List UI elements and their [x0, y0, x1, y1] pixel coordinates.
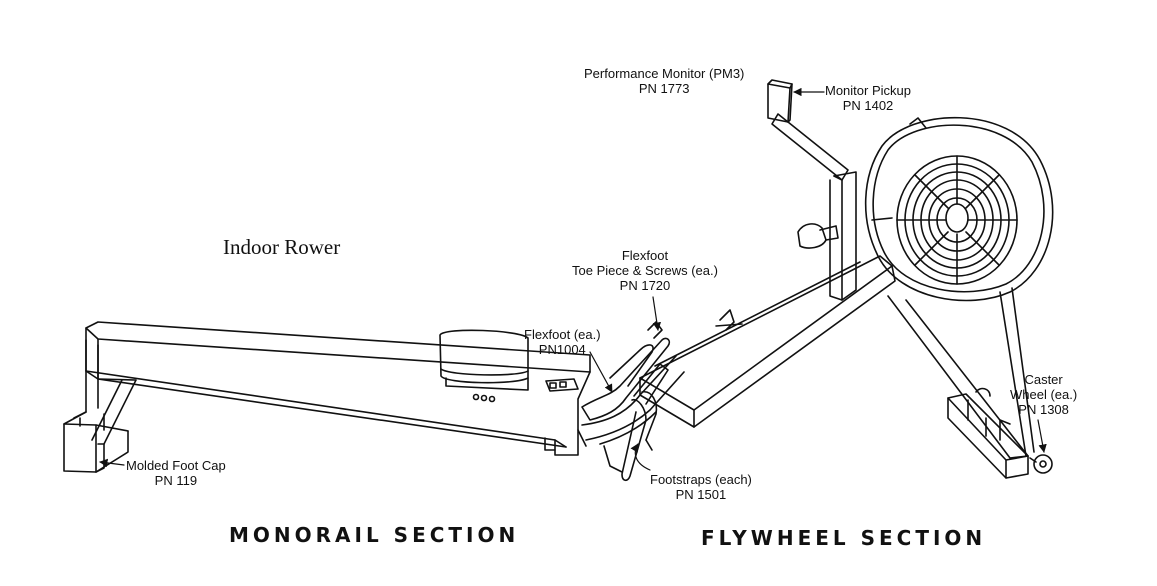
label-molded-foot-cap: Molded Foot Cap PN 119	[126, 458, 226, 488]
monorail-beam	[85, 321, 591, 456]
toe-piece-name-line1: Flexfoot	[621, 248, 669, 263]
label-caster-wheel: Caster Wheel (ea.) PN 1308	[1010, 372, 1077, 417]
front-leg	[63, 339, 137, 473]
seat	[439, 329, 529, 403]
flexfoot-left	[577, 337, 685, 447]
performance-monitor-pn: PN 1773	[638, 81, 690, 96]
molded-foot-cap-name: Molded Foot Cap	[126, 458, 226, 473]
label-footstraps: Footstraps (each) PN 1501	[650, 472, 752, 502]
section-title-flywheel: FLYWHEEL SECTION	[701, 526, 987, 550]
flexfoot-pn: PN1004	[538, 342, 586, 357]
monitor-pickup-pn: PN 1402	[842, 98, 894, 113]
molded-foot-cap-pn: PN 119	[154, 473, 198, 488]
handle	[797, 223, 839, 249]
front-frame	[639, 255, 896, 428]
flexfoot-name: Flexfoot (ea.)	[524, 327, 601, 342]
footstraps	[603, 391, 658, 482]
leader-lines	[99, 87, 1047, 471]
footstraps-pn: PN 1501	[675, 487, 727, 502]
performance-monitor-name: Performance Monitor (PM3)	[584, 66, 745, 81]
label-performance-monitor: Performance Monitor (PM3) PN 1773	[584, 66, 744, 96]
caster-wheel-pn: PN 1308	[1018, 402, 1069, 417]
caster-wheel-name-line1: Caster	[1024, 372, 1063, 387]
monitor-pickup-name: Monitor Pickup	[825, 83, 911, 98]
seat-stop	[545, 378, 579, 392]
footstraps-name: Footstraps (each)	[650, 472, 752, 487]
caster-wheel-name-line2: Wheel (ea.)	[1010, 387, 1078, 402]
monitor	[767, 79, 793, 123]
label-flexfoot: Flexfoot (ea.) PN1004	[524, 327, 601, 357]
toe-piece-name-line2: Toe Piece & Screws (ea.)	[572, 263, 718, 278]
rear-leg	[887, 287, 1035, 479]
flywheel-cage	[896, 155, 1018, 285]
section-title-monorail: MONORAIL SECTION	[229, 523, 520, 547]
toe-piece-pn: PN 1720	[619, 278, 671, 293]
label-monitor-pickup: Monitor Pickup PN 1402	[825, 83, 911, 113]
diagram-title: Indoor Rower	[223, 235, 341, 259]
caster-wheel	[1029, 454, 1053, 474]
label-toe-piece: Flexfoot Toe Piece & Screws (ea.) PN 172…	[572, 248, 718, 293]
flexfoot-right	[609, 309, 743, 405]
monitor-arm	[771, 113, 857, 301]
flywheel-housing	[864, 116, 1054, 302]
